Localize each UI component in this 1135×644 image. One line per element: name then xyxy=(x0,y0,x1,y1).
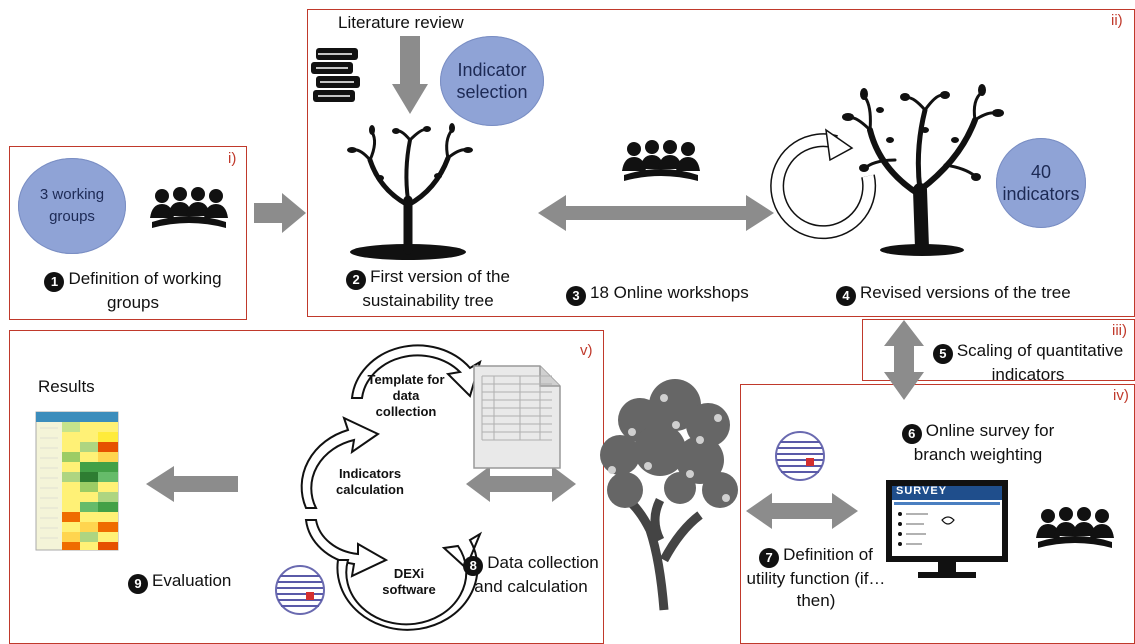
step-1-text: Definition of working groups xyxy=(68,269,222,312)
section-ii-tag: ii) xyxy=(1111,12,1123,29)
young-tree-icon xyxy=(350,128,470,260)
bubble-indicator-selection: Indicator selection xyxy=(440,36,544,126)
people-icon-workshops xyxy=(622,140,700,181)
step-5-number: 5 xyxy=(932,344,953,364)
step-6-text: Online survey for branch weighting xyxy=(913,421,1055,464)
step-2-number: 2 xyxy=(346,270,367,290)
step-7-text: Definition of utility function (if… then… xyxy=(746,545,886,610)
arrow-i-to-ii xyxy=(254,193,306,233)
arrow-utility-double xyxy=(746,493,858,529)
arrow-workshops-double xyxy=(538,195,774,231)
cycle-indicators-label: Indicators calculation xyxy=(336,466,404,497)
literature-review-label: Literature review xyxy=(338,13,464,32)
step-7-number: 7 xyxy=(759,548,780,568)
step-2-text: First version of the sustainability tree xyxy=(362,267,510,310)
results-label: Results xyxy=(38,377,95,396)
cycle-template-label: Template for data collection xyxy=(367,372,445,419)
step-4-text: Revised versions of the tree xyxy=(860,283,1071,302)
results-table-icon xyxy=(35,411,119,551)
step-4-number: 4 xyxy=(836,286,856,306)
survey-monitor-icon xyxy=(886,480,1008,578)
step-9-number: 9 xyxy=(128,574,148,594)
section-iii-tag: iii) xyxy=(1112,322,1127,339)
step-1-number: 1 xyxy=(44,272,65,292)
arrow-scaling-double xyxy=(884,320,924,400)
step-3-text: 18 Online workshops xyxy=(590,283,749,302)
spreadsheet-icon xyxy=(473,365,561,469)
step-6-number: 6 xyxy=(901,424,922,444)
arrow-literature-down xyxy=(392,36,428,114)
people-icon-survey xyxy=(1036,507,1114,548)
survey-title: SURVEY xyxy=(896,485,948,497)
young-tree-leaves xyxy=(347,123,473,181)
dexi-logo-icon xyxy=(275,565,325,615)
step-5-text: Scaling of quantitative indicators xyxy=(956,341,1124,384)
section-i-frame xyxy=(9,146,247,320)
step-8-number: 8 xyxy=(463,556,484,576)
section-v-tag: v) xyxy=(580,342,593,359)
dexi-logo-icon-survey xyxy=(775,431,825,481)
step-8-text: Data collection and calculation xyxy=(474,553,599,596)
arrow-data-double xyxy=(466,466,576,502)
process-cycle xyxy=(300,344,483,631)
arrow-to-results xyxy=(146,466,238,502)
revision-cycle-arrow xyxy=(770,128,877,240)
leafy-tree-icon xyxy=(600,379,738,611)
bubble-working-groups: 3 working groups xyxy=(18,158,126,254)
bubble-40-indicators: 40 indicators xyxy=(996,138,1086,228)
step-9-text: Evaluation xyxy=(152,571,232,590)
step-3-number: 3 xyxy=(566,286,586,306)
revised-tree-leaves xyxy=(842,84,1004,181)
books-icon xyxy=(311,48,360,102)
cycle-dexi-label: DEXi software xyxy=(382,566,436,597)
section-iv-tag: iv) xyxy=(1113,387,1129,404)
section-i-tag: i) xyxy=(228,150,237,167)
people-icon-group1 xyxy=(150,187,228,228)
